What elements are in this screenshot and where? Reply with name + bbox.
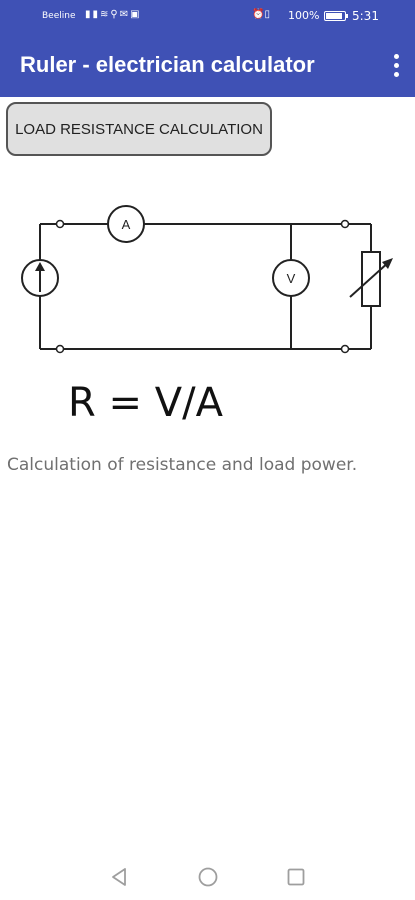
battery-icon [324,11,348,21]
mail-icon: ✉ [119,9,131,20]
back-triangle-icon[interactable] [108,866,130,888]
status-left-icons: ▮▮≋⚲✉▣ [85,9,142,20]
voltmeter-icon: V [272,259,310,297]
battery-percent: 100% [288,9,320,22]
navigation-bar [0,852,415,900]
ammeter-icon: A [107,205,145,243]
more-vert-icon[interactable] [383,50,409,80]
home-circle-icon[interactable] [197,866,219,888]
status-bar: Beeline ▮▮≋⚲✉▣ ⏰▯ 100% 5:31 [0,0,415,32]
app-bar: Ruler - electrician calculator [0,32,415,97]
status-right-icons: ⏰▯ [252,9,270,20]
image-icon: ▣ [130,9,142,20]
load-resistance-calculation-button[interactable]: LOAD RESISTANCE CALCULATION [6,102,272,156]
formula-text: R = V/A [68,380,223,426]
circuit-diagram: A V [21,205,393,354]
alarm-icon: ⏰ [252,9,265,20]
vibrate-icon: ▯ [264,9,270,20]
terminal-icon [55,219,350,354]
variable-resistor-icon [349,251,393,307]
signal-icon: ▮▮ [85,9,101,20]
wifi-icon: ≋ [100,9,111,20]
recent-square-icon[interactable] [285,866,307,888]
description-text: Calculation of resistance and load power… [7,455,358,475]
ammeter-label: A [122,217,131,232]
usb-icon: ⚲ [110,9,120,20]
app-title: Ruler - electrician calculator [20,52,315,77]
voltmeter-label: V [287,271,296,286]
current-source-icon [21,259,59,297]
status-time: 5:31 [352,9,379,23]
carrier-label: Beeline [42,11,76,21]
